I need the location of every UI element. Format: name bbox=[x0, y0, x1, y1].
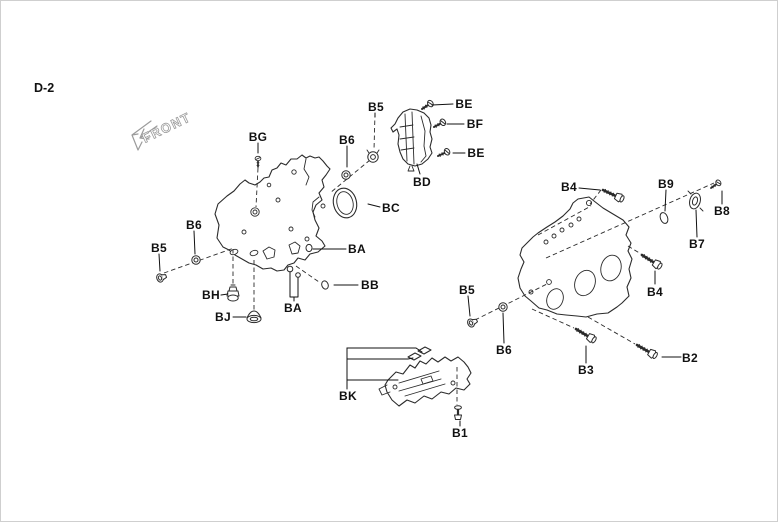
b4-bolt-top bbox=[599, 184, 627, 205]
bk-bracket-leader bbox=[346, 347, 423, 390]
page-code: D-2 bbox=[34, 81, 55, 95]
callout-b2-22: B2 bbox=[682, 351, 698, 365]
callout-b7-11: B7 bbox=[689, 237, 705, 251]
b9-seal-ring bbox=[659, 212, 669, 224]
callout-b6-12: B6 bbox=[186, 218, 202, 232]
b3-bolt bbox=[572, 324, 599, 346]
b4-bolt-lower bbox=[638, 250, 665, 272]
rear-plate-part bbox=[517, 196, 633, 318]
front-direction-arrow: FRONT bbox=[131, 109, 194, 151]
be-screw-top bbox=[419, 98, 436, 113]
bk-tab-2 bbox=[417, 346, 432, 355]
ba-ring-b bbox=[295, 272, 301, 278]
callout-b5-0: B5 bbox=[368, 100, 384, 114]
callout-ba-14: BA bbox=[348, 242, 366, 256]
callout-bf-2: BF bbox=[466, 117, 484, 131]
bd-plate-part bbox=[390, 108, 433, 172]
callout-bg-5: BG bbox=[248, 130, 268, 144]
b1-bolt bbox=[454, 405, 462, 420]
callout-ba-19: BA bbox=[284, 301, 302, 315]
b2-bolt bbox=[633, 340, 660, 362]
callout-bd-6: BD bbox=[413, 175, 431, 189]
callout-b4-15: B4 bbox=[647, 285, 663, 299]
front-arrow-icon bbox=[131, 120, 158, 151]
callout-bj-20: BJ bbox=[215, 310, 231, 324]
bg-screw bbox=[254, 155, 262, 168]
bf-screw bbox=[431, 117, 448, 132]
callout-bk-24: BK bbox=[339, 389, 357, 403]
callout-bh-17: BH bbox=[202, 288, 220, 302]
bb-ring bbox=[321, 280, 329, 290]
b6-grommet-left bbox=[191, 255, 201, 265]
b6-ring-bottom bbox=[498, 302, 508, 312]
ba-ring-right bbox=[305, 243, 313, 253]
callout-b1-25: B1 bbox=[452, 426, 468, 440]
b7-collar bbox=[687, 190, 704, 212]
callout-b9-9: B9 bbox=[658, 177, 674, 191]
front-label: FRONT bbox=[140, 109, 194, 145]
front-cover-part bbox=[214, 154, 331, 272]
callout-be-4: BE bbox=[467, 146, 485, 160]
callout-b4-8: B4 bbox=[561, 180, 577, 194]
callout-b5-13: B5 bbox=[151, 241, 167, 255]
callout-bb-16: BB bbox=[361, 278, 379, 292]
callout-b5-18: B5 bbox=[459, 283, 475, 297]
be-screw-bottom bbox=[435, 146, 452, 161]
b6-ring-top bbox=[341, 170, 351, 180]
ba-bracket-leader bbox=[289, 271, 299, 302]
b5-bolt-bottom bbox=[465, 315, 480, 329]
callout-be-1: BE bbox=[455, 97, 473, 111]
b5-bolt-left bbox=[155, 271, 168, 284]
bk-bracket-part bbox=[378, 346, 472, 407]
callout-b6-21: B6 bbox=[496, 343, 512, 357]
b5-grommet-top bbox=[366, 149, 380, 163]
fasteners bbox=[155, 98, 723, 420]
ba-ring-a bbox=[286, 265, 294, 273]
callout-b3-23: B3 bbox=[578, 363, 594, 377]
bc-seal-part bbox=[332, 187, 358, 219]
callout-b6-3: B6 bbox=[339, 133, 355, 147]
bh-bolt bbox=[226, 284, 240, 302]
leader-lines bbox=[158, 103, 723, 427]
callout-b8-10: B8 bbox=[714, 204, 730, 218]
callout-bc-7: BC bbox=[382, 201, 400, 215]
bj-plug bbox=[246, 310, 262, 324]
